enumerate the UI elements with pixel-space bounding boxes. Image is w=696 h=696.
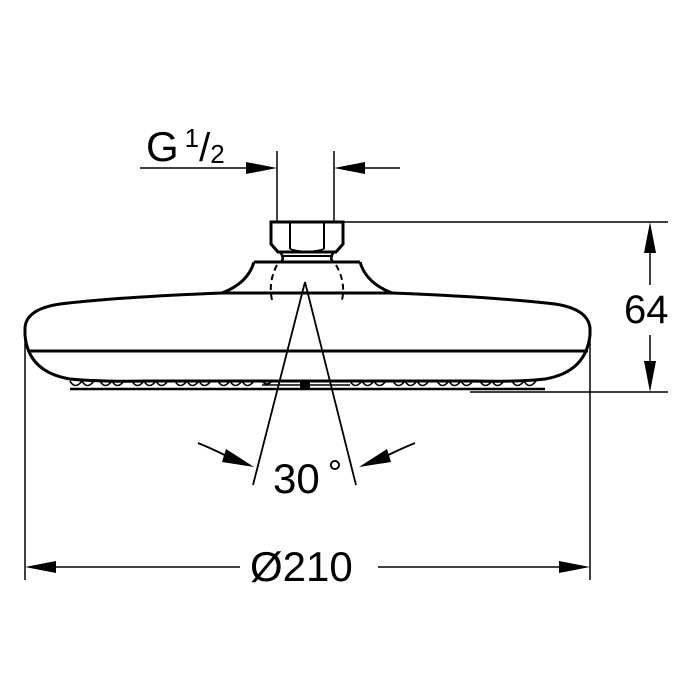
thread-slash: / (199, 126, 211, 170)
thread-dimension (140, 151, 400, 222)
degree-symbol: ° (327, 452, 343, 493)
shower-head-body (23, 291, 592, 391)
diameter-value-label: Ø210 (250, 543, 353, 590)
diameter-dimension (24, 335, 591, 580)
spray-angle-value: 30 (273, 455, 320, 502)
thread-prefix: G (146, 123, 179, 170)
spray-angle-label: 30° (273, 455, 342, 502)
height-value-label: 64 (624, 288, 669, 332)
hex-nut (269, 220, 345, 264)
height-dimension (343, 221, 668, 393)
thread-numerator: 1 (184, 123, 200, 153)
spray-angle-dimension (197, 281, 416, 486)
thread-denominator: 2 (210, 139, 225, 169)
shower-neck (221, 260, 393, 301)
